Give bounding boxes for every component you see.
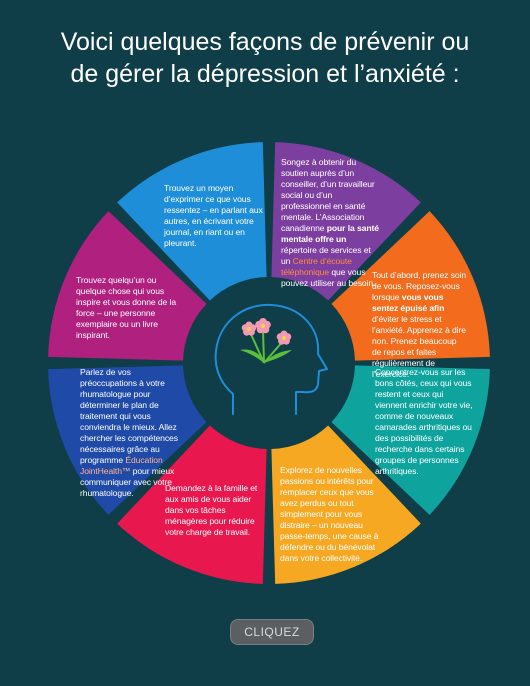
segment-purple-text: Songez à obtenir du soutien auprès d’un … bbox=[281, 157, 379, 288]
title-line-2: de gérer la dépression et l’anxiété : bbox=[70, 60, 460, 88]
wheel-segments bbox=[48, 142, 490, 584]
segment-red bbox=[117, 425, 267, 584]
segment-navy-text: Parlez de vos préoccupations à votre rhu… bbox=[80, 367, 178, 498]
flower-icon bbox=[240, 317, 292, 364]
segment-blue-text: Trouvez un moyen d’exprimer ce que vous … bbox=[164, 183, 263, 248]
segment-orange-text: Tout d’abord, prenez soin de vous. Repos… bbox=[372, 270, 467, 379]
segment-red-text: Demandez à la famille et aux amis de vou… bbox=[165, 483, 258, 537]
click-button[interactable]: CLIQUEZ bbox=[230, 619, 314, 645]
segment-navy bbox=[48, 365, 207, 515]
segment-magenta-text: Trouvez quelqu’un ou quelque chose qui v… bbox=[76, 275, 177, 340]
segment-blue bbox=[117, 142, 267, 301]
jointhealth-link[interactable]: Éducation JointHealth™ bbox=[80, 455, 163, 476]
flower-2 bbox=[241, 321, 257, 336]
helpline-link[interactable]: Centre d’écoute téléphonique bbox=[281, 256, 352, 277]
flower-1 bbox=[255, 317, 271, 334]
segment-purple bbox=[271, 142, 421, 301]
page-title: Voici quelques façons de prévenir ou de … bbox=[0, 26, 530, 90]
title-line-1: Voici quelques façons de prévenir ou bbox=[60, 28, 470, 56]
wheel-center bbox=[185, 279, 353, 447]
segment-yellow bbox=[271, 425, 421, 584]
segment-teal-text: Concentrez-vous sur les bons côtés, ceux… bbox=[375, 367, 473, 476]
head-icon bbox=[214, 303, 328, 415]
segment-teal bbox=[331, 365, 490, 515]
segment-yellow-text: Explorez de nouvelles passions ou intérê… bbox=[280, 465, 379, 563]
segment-orange bbox=[331, 211, 490, 361]
segment-magenta bbox=[48, 211, 207, 361]
flower-3 bbox=[276, 330, 292, 345]
